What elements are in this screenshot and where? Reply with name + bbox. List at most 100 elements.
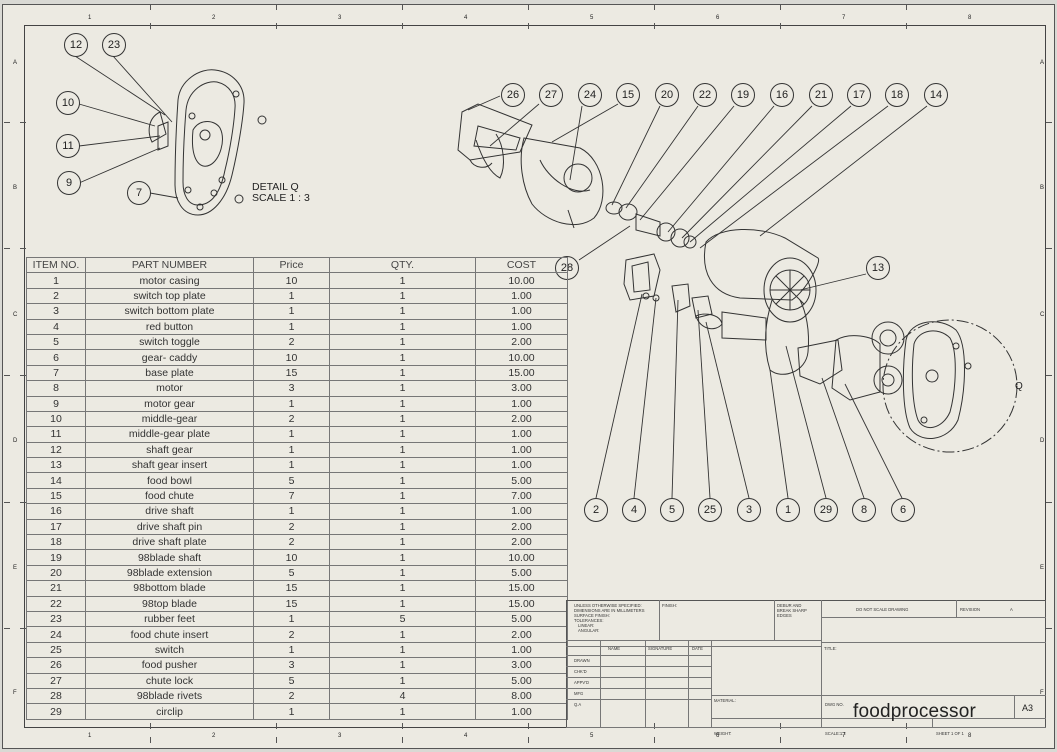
part-number-cell: base plate: [85, 364, 254, 382]
zone-letter: D: [1040, 438, 1045, 444]
zone-letter: B: [13, 185, 18, 191]
item-balloon: 17: [847, 83, 871, 107]
price-cell: 1: [253, 287, 330, 305]
bom-header-row: ITEM NO. PART NUMBER Price QTY. COST: [26, 256, 568, 274]
zone-tick: [276, 4, 277, 10]
item-no-cell: 4: [26, 318, 86, 335]
cost-cell: 2.00: [475, 410, 568, 428]
cost-cell: 1.00: [475, 703, 568, 720]
cost-cell: 2.00: [475, 534, 568, 551]
price-cell: 1: [253, 318, 330, 335]
cost-cell: 10.00: [475, 349, 568, 366]
cost-cell: 1.00: [475, 318, 568, 335]
qty-cell: 1: [329, 703, 476, 720]
item-balloon: 16: [770, 83, 794, 107]
cost-cell: 3.00: [475, 657, 568, 674]
item-no-cell: 27: [26, 672, 86, 689]
qty-cell: 1: [329, 380, 476, 397]
item-balloon: 8: [852, 498, 876, 522]
zone-tick: [906, 723, 907, 729]
part-number-cell: food bowl: [85, 472, 254, 489]
zone-tick: [4, 248, 10, 249]
cost-cell: 1.00: [475, 457, 568, 474]
col-name: NAME: [608, 646, 621, 651]
price-cell: 10: [253, 549, 330, 566]
price-cell: 10: [253, 349, 330, 366]
cost-cell: 2.00: [475, 626, 568, 643]
detail-title: DETAIL Q: [252, 181, 299, 193]
qty-cell: 1: [329, 272, 476, 289]
part-number-cell: drive shaft pin: [85, 518, 254, 536]
item-balloon: 29: [814, 498, 838, 522]
zone-tick: [276, 723, 277, 729]
zone-tick: [780, 4, 781, 10]
price-cell: 3: [253, 380, 330, 397]
item-balloon: 22: [693, 83, 717, 107]
qty-cell: 1: [329, 549, 476, 566]
qty-cell: 1: [329, 364, 476, 382]
detail-q-marker: Q: [1015, 381, 1023, 392]
item-balloon: 12: [64, 33, 88, 57]
item-no-cell: 23: [26, 610, 86, 628]
qty-cell: 1: [329, 287, 476, 305]
qty-cell: 1: [329, 426, 476, 443]
zone-tick: [20, 248, 26, 249]
item-balloon: 9: [57, 171, 81, 195]
cost-cell: 15.00: [475, 595, 568, 612]
zone-tick: [528, 737, 529, 743]
item-balloon: 19: [731, 83, 755, 107]
zone-number: 8: [968, 15, 972, 21]
item-balloon: 23: [102, 33, 126, 57]
item-no-cell: 24: [26, 626, 86, 643]
zone-letter: A: [1040, 60, 1045, 66]
part-number-cell: red button: [85, 318, 254, 335]
item-no-cell: 2: [26, 287, 86, 305]
zone-number: 1: [88, 15, 92, 21]
detail-q-label: DETAIL Q SCALE 1 : 3: [252, 182, 310, 204]
part-number-cell: shaft gear: [85, 441, 254, 459]
qty-cell: 1: [329, 395, 476, 412]
revision-value: A: [1010, 607, 1013, 612]
food-chute-assembly: [457, 103, 604, 229]
zone-tick: [780, 737, 781, 743]
drawing-border: [24, 25, 1046, 728]
part-number-cell: gear- caddy: [85, 349, 254, 366]
part-number-cell: switch bottom plate: [85, 303, 254, 320]
cost-cell: 1.00: [475, 395, 568, 412]
cost-cell: 7.00: [475, 487, 568, 505]
zone-number: 2: [212, 733, 216, 739]
price-cell: 1: [253, 395, 330, 412]
qty-cell: 1: [329, 626, 476, 643]
item-no-cell: 10: [26, 410, 86, 428]
zone-letter: A: [13, 60, 18, 66]
zone-number: 1: [88, 733, 92, 739]
cost-cell: 5.00: [475, 610, 568, 628]
zone-number: 7: [842, 15, 846, 21]
sheet-label: SHEET 1 OF 1: [936, 731, 964, 736]
do-not-scale-note: DO NOT SCALE DRAWING: [856, 607, 909, 612]
cost-cell: 10.00: [475, 549, 568, 566]
zone-number: 8: [968, 733, 972, 739]
item-no-cell: 8: [26, 380, 86, 397]
detail-scale: SCALE 1 : 3: [252, 192, 310, 204]
item-no-cell: 20: [26, 564, 86, 582]
zone-tick: [654, 737, 655, 743]
col-signature: SIGNATURE: [648, 646, 673, 651]
qty-cell: 1: [329, 503, 476, 520]
item-no-cell: 19: [26, 549, 86, 566]
price-cell: 5: [253, 472, 330, 489]
sheet-size: A3: [1022, 703, 1034, 713]
